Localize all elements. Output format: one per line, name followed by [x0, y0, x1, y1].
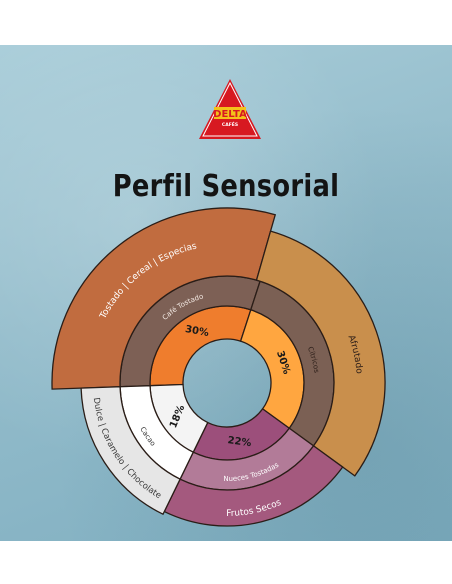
inner-ring — [149, 305, 305, 461]
delta-logo: DELTA CAFÉS — [199, 79, 261, 139]
outer-segment-4 — [80, 386, 181, 516]
outer-segment-1 — [51, 207, 277, 390]
outer-segment-2 — [255, 230, 386, 477]
logo-sub-text: CAFÉS — [222, 120, 238, 128]
background-card: DELTA CAFÉS Perfil Sensorial 30%30%22%18… — [0, 45, 452, 541]
page-title: Perfil Sensorial — [112, 169, 340, 204]
inner-percent-label-3: 22% — [227, 435, 252, 449]
logo-brand-text: DELTA — [213, 109, 247, 120]
inner-percent-label-1: 30% — [184, 324, 209, 339]
outer-ring — [51, 207, 386, 527]
